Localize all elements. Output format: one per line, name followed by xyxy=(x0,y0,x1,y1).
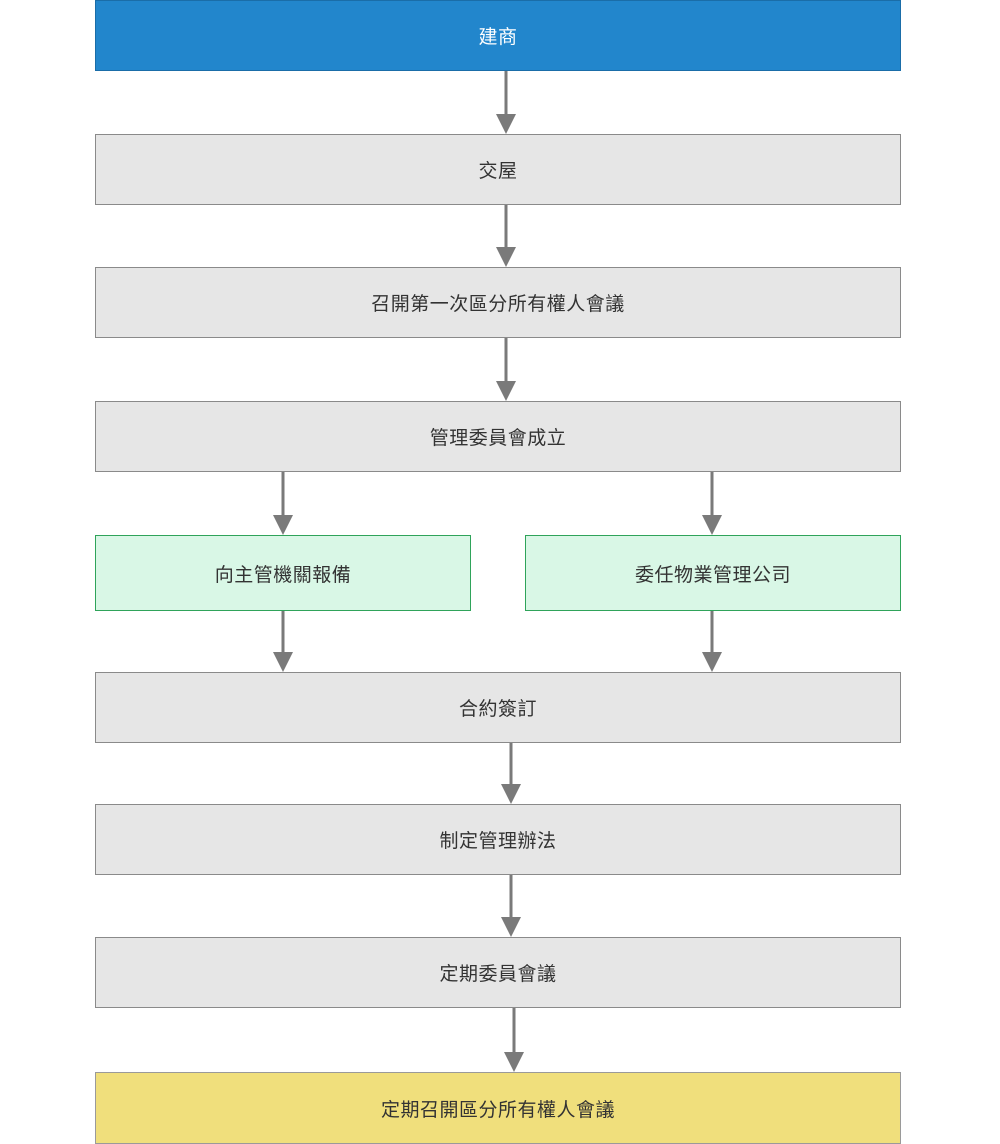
arrowhead-2 xyxy=(496,247,516,267)
arrowhead-10 xyxy=(504,1052,524,1072)
node-contract-signing: 合約簽訂 xyxy=(95,672,901,743)
node-regular-committee-meeting: 定期委員會議 xyxy=(95,937,901,1008)
node-regular-owners-meeting: 定期召開區分所有權人會議 xyxy=(95,1072,901,1144)
node-committee-formed: 管理委員會成立 xyxy=(95,401,901,472)
arrowhead-6 xyxy=(273,652,293,672)
node-handover: 交屋 xyxy=(95,134,901,205)
node-management-rules: 制定管理辦法 xyxy=(95,804,901,875)
arrowhead-5 xyxy=(702,515,722,535)
arrowhead-7 xyxy=(702,652,722,672)
arrowhead-1 xyxy=(496,114,516,134)
arrowhead-4 xyxy=(273,515,293,535)
arrowhead-8 xyxy=(501,784,521,804)
node-report-to-authority: 向主管機關報備 xyxy=(95,535,471,611)
arrowhead-9 xyxy=(501,917,521,937)
node-hire-property-management: 委任物業管理公司 xyxy=(525,535,901,611)
node-builder: 建商 xyxy=(95,0,901,71)
arrowhead-3 xyxy=(496,381,516,401)
node-first-owners-meeting: 召開第一次區分所有權人會議 xyxy=(95,267,901,338)
